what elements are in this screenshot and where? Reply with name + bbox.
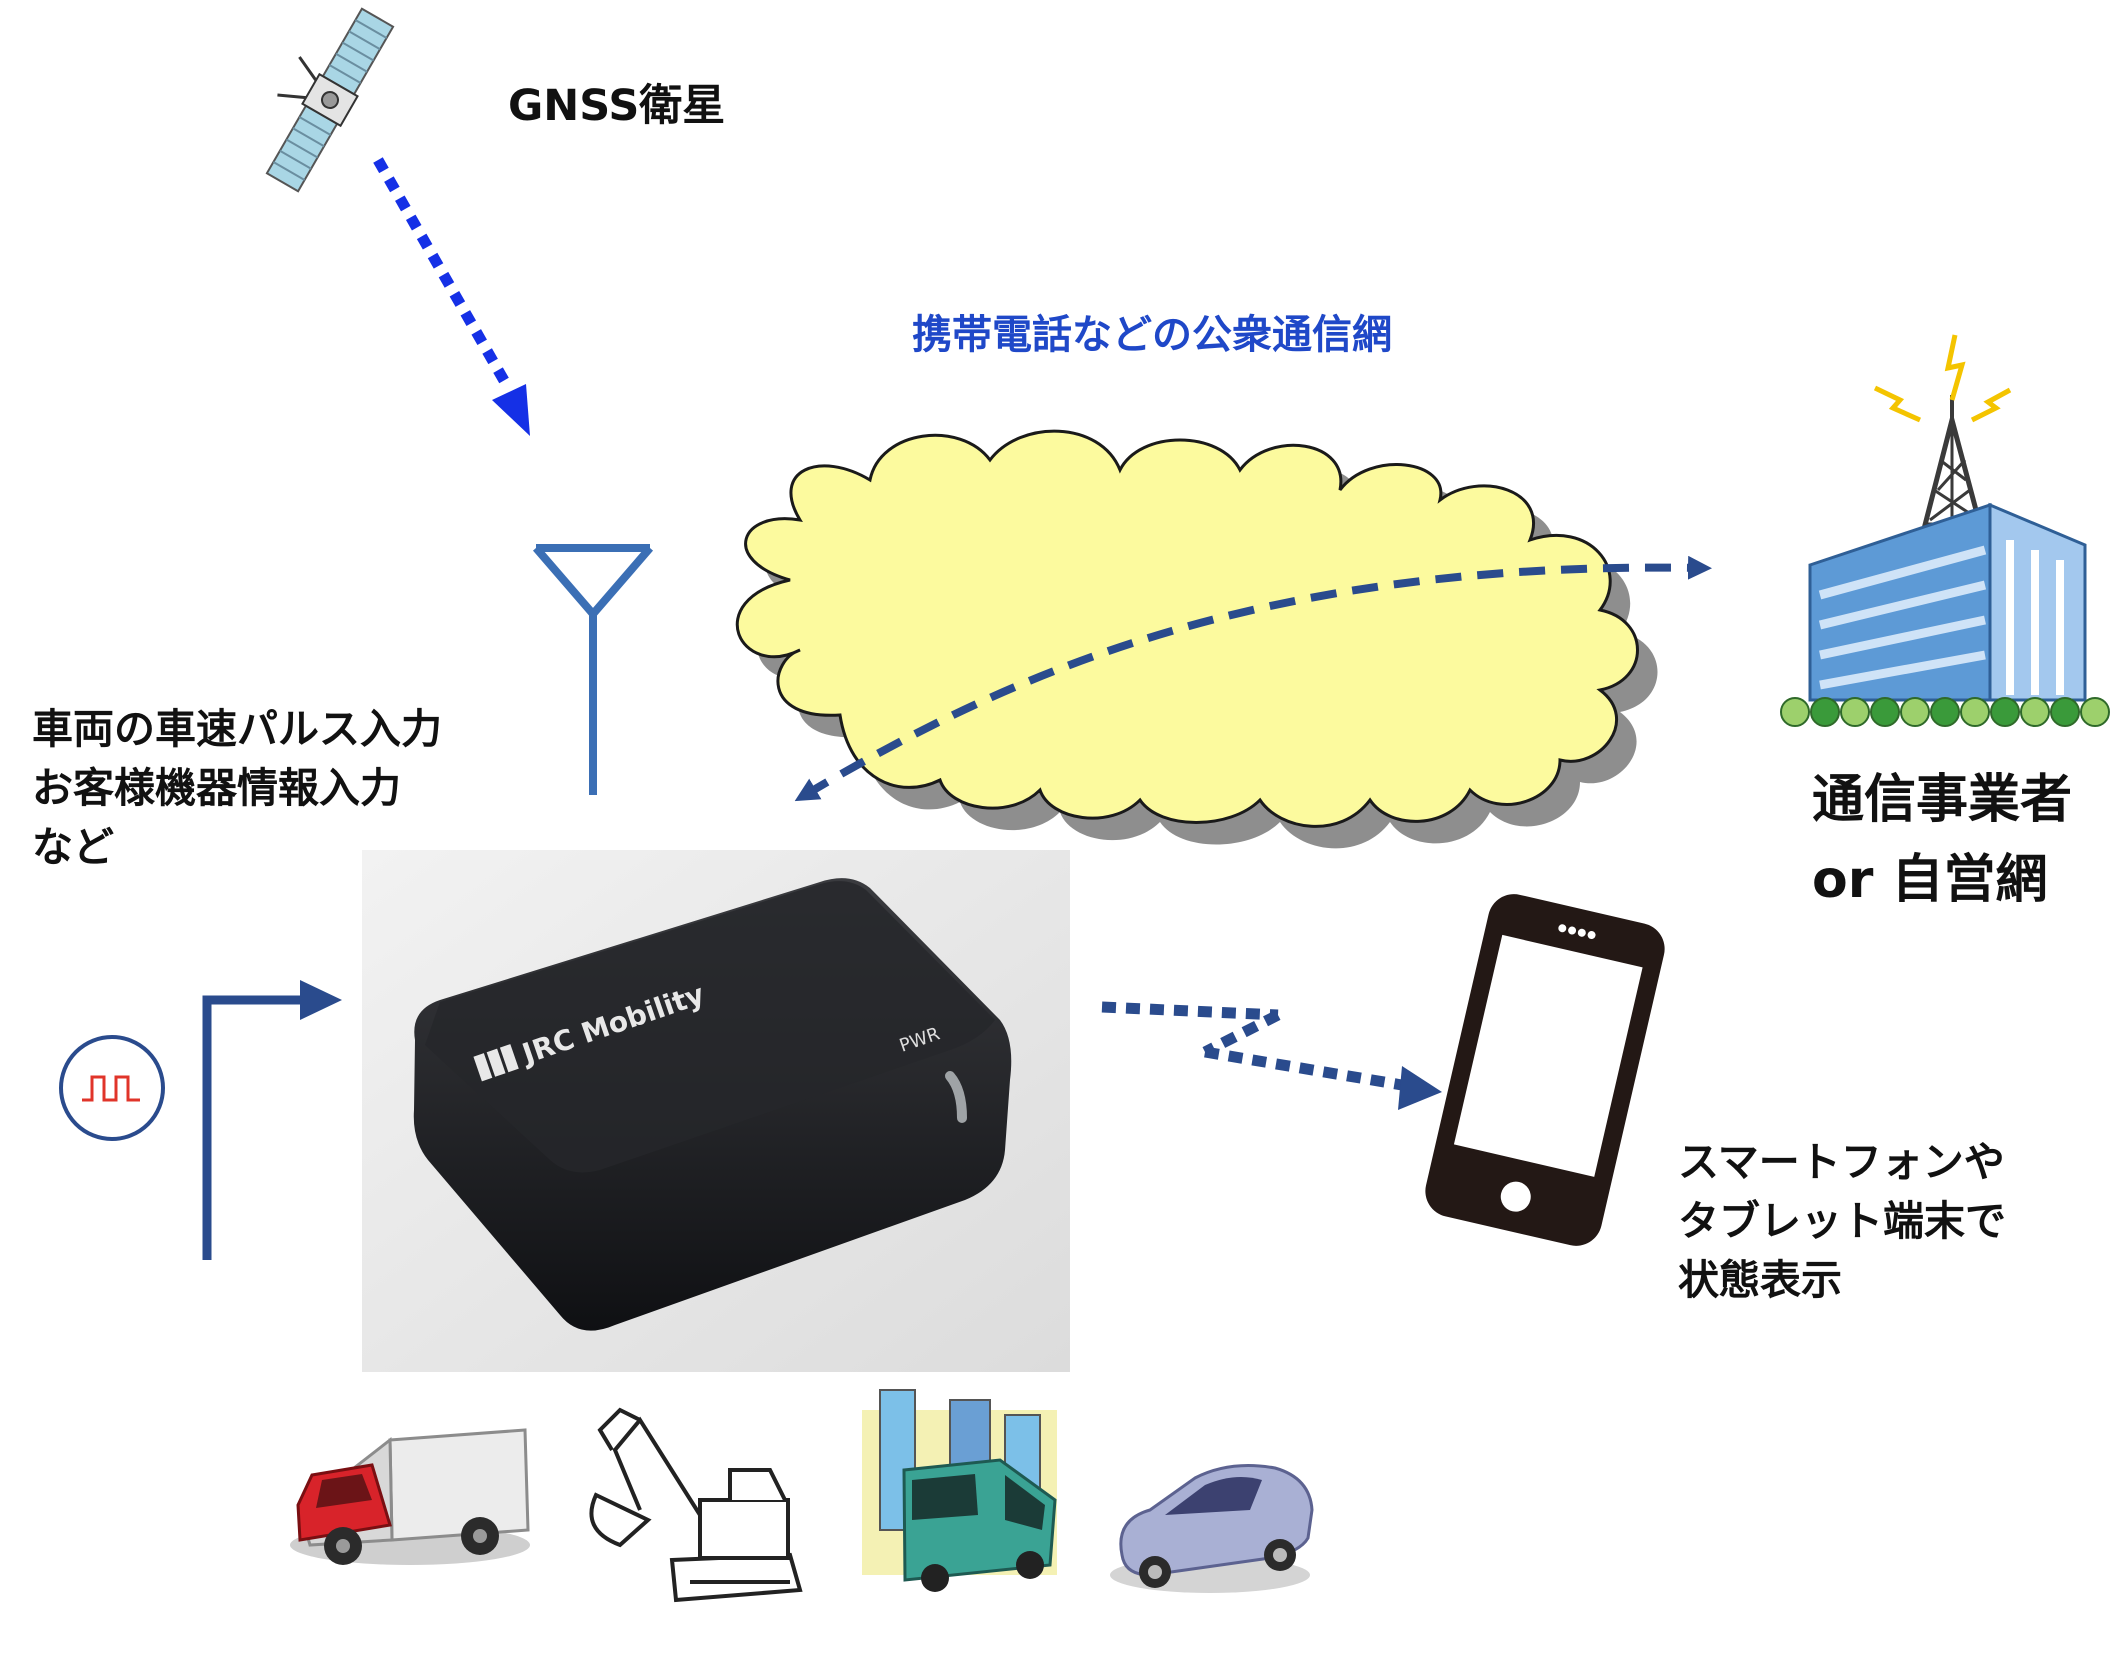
vehicle-input-label: 車両の車速パルス入力 お客様機器情報入力 など [32, 700, 442, 877]
bus-icon [862, 1389, 1057, 1592]
excavator-icon [589, 1407, 803, 1603]
pulse-signal-icon [59, 1035, 165, 1141]
building-icon [1780, 502, 2110, 727]
carrier-label: 通信事業者 or 自営網 [1812, 760, 2072, 920]
smartphone-icon [1425, 894, 1665, 1246]
truck-icon [290, 1428, 530, 1565]
gnss-signal-arrow [373, 157, 530, 436]
vehicle-input-line: 車両の車速パルス入力 [32, 705, 442, 753]
input-arrow [202, 980, 342, 1260]
gnss-label: GNSS衛星 [508, 81, 726, 131]
smartphone-line: 状態表示 [1678, 1256, 1842, 1304]
pwr-led [945, 1071, 967, 1123]
vehicle-input-line: など [32, 823, 114, 871]
device-photo: JRC Mobility PWR [362, 850, 1070, 1372]
antenna-icon [532, 544, 654, 795]
wireless-arrow-head [1398, 1066, 1442, 1110]
cloud-icon [735, 429, 1658, 849]
carrier-line: 通信事業者 [1812, 770, 2073, 830]
carrier-line: or 自営網 [1812, 850, 2048, 910]
radio-tower-icon [1873, 334, 2012, 528]
smartphone-line: タブレット端末で [1678, 1197, 2006, 1245]
car-icon [1110, 1464, 1314, 1593]
public-network-label: 携帯電話などの公衆通信網 [912, 312, 1392, 358]
smartphone-line: スマートフォンや [1678, 1138, 2005, 1186]
satellite-icon [265, 7, 395, 193]
network-link-arrow [794, 555, 1712, 802]
smartphone-label: スマートフォンや タブレット端末で 状態表示 [1678, 1133, 2006, 1310]
vehicle-input-line: お客様機器情報入力 [32, 764, 401, 812]
wireless-link-arrow [1101, 1001, 1403, 1091]
